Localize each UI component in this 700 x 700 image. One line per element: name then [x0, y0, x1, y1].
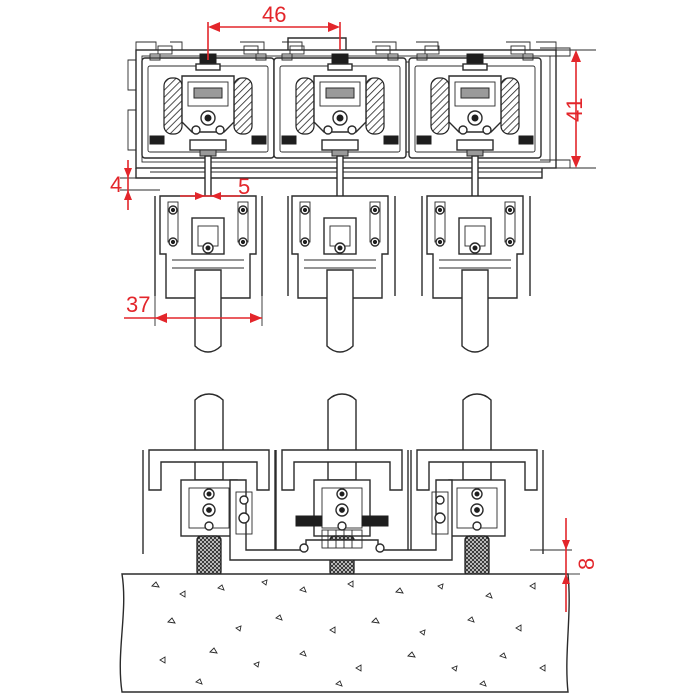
dimension-37-label: 37: [126, 292, 150, 317]
top-clamp-right: [426, 195, 524, 353]
top-clamp-center: [291, 195, 389, 353]
top-section: [127, 37, 571, 353]
dimension-8: 8: [530, 518, 599, 612]
top-trolley-left: [141, 45, 275, 209]
dimension-46: 46: [207, 2, 341, 60]
dimension-41: 41: [556, 49, 596, 169]
top-trolley-right: [408, 45, 542, 209]
dimension-41-label: 41: [562, 98, 587, 122]
bottom-carriage-left: [142, 393, 276, 577]
floor-guide-plate: [229, 479, 453, 561]
dimension-4-label: 4: [110, 172, 122, 197]
bottom-section: [119, 393, 570, 693]
dimension-5: 5: [180, 174, 250, 200]
dimension-5-label: 5: [238, 174, 250, 199]
floor-slab: [119, 573, 570, 693]
top-clamp-left: [159, 195, 257, 353]
dimension-46-label: 46: [262, 2, 286, 27]
dimension-8-label: 8: [574, 558, 599, 570]
bottom-carriage-right: [410, 393, 544, 577]
dimension-37: 37: [124, 290, 263, 326]
dimension-4: 4: [110, 160, 160, 210]
top-trolley-center: [273, 45, 407, 209]
